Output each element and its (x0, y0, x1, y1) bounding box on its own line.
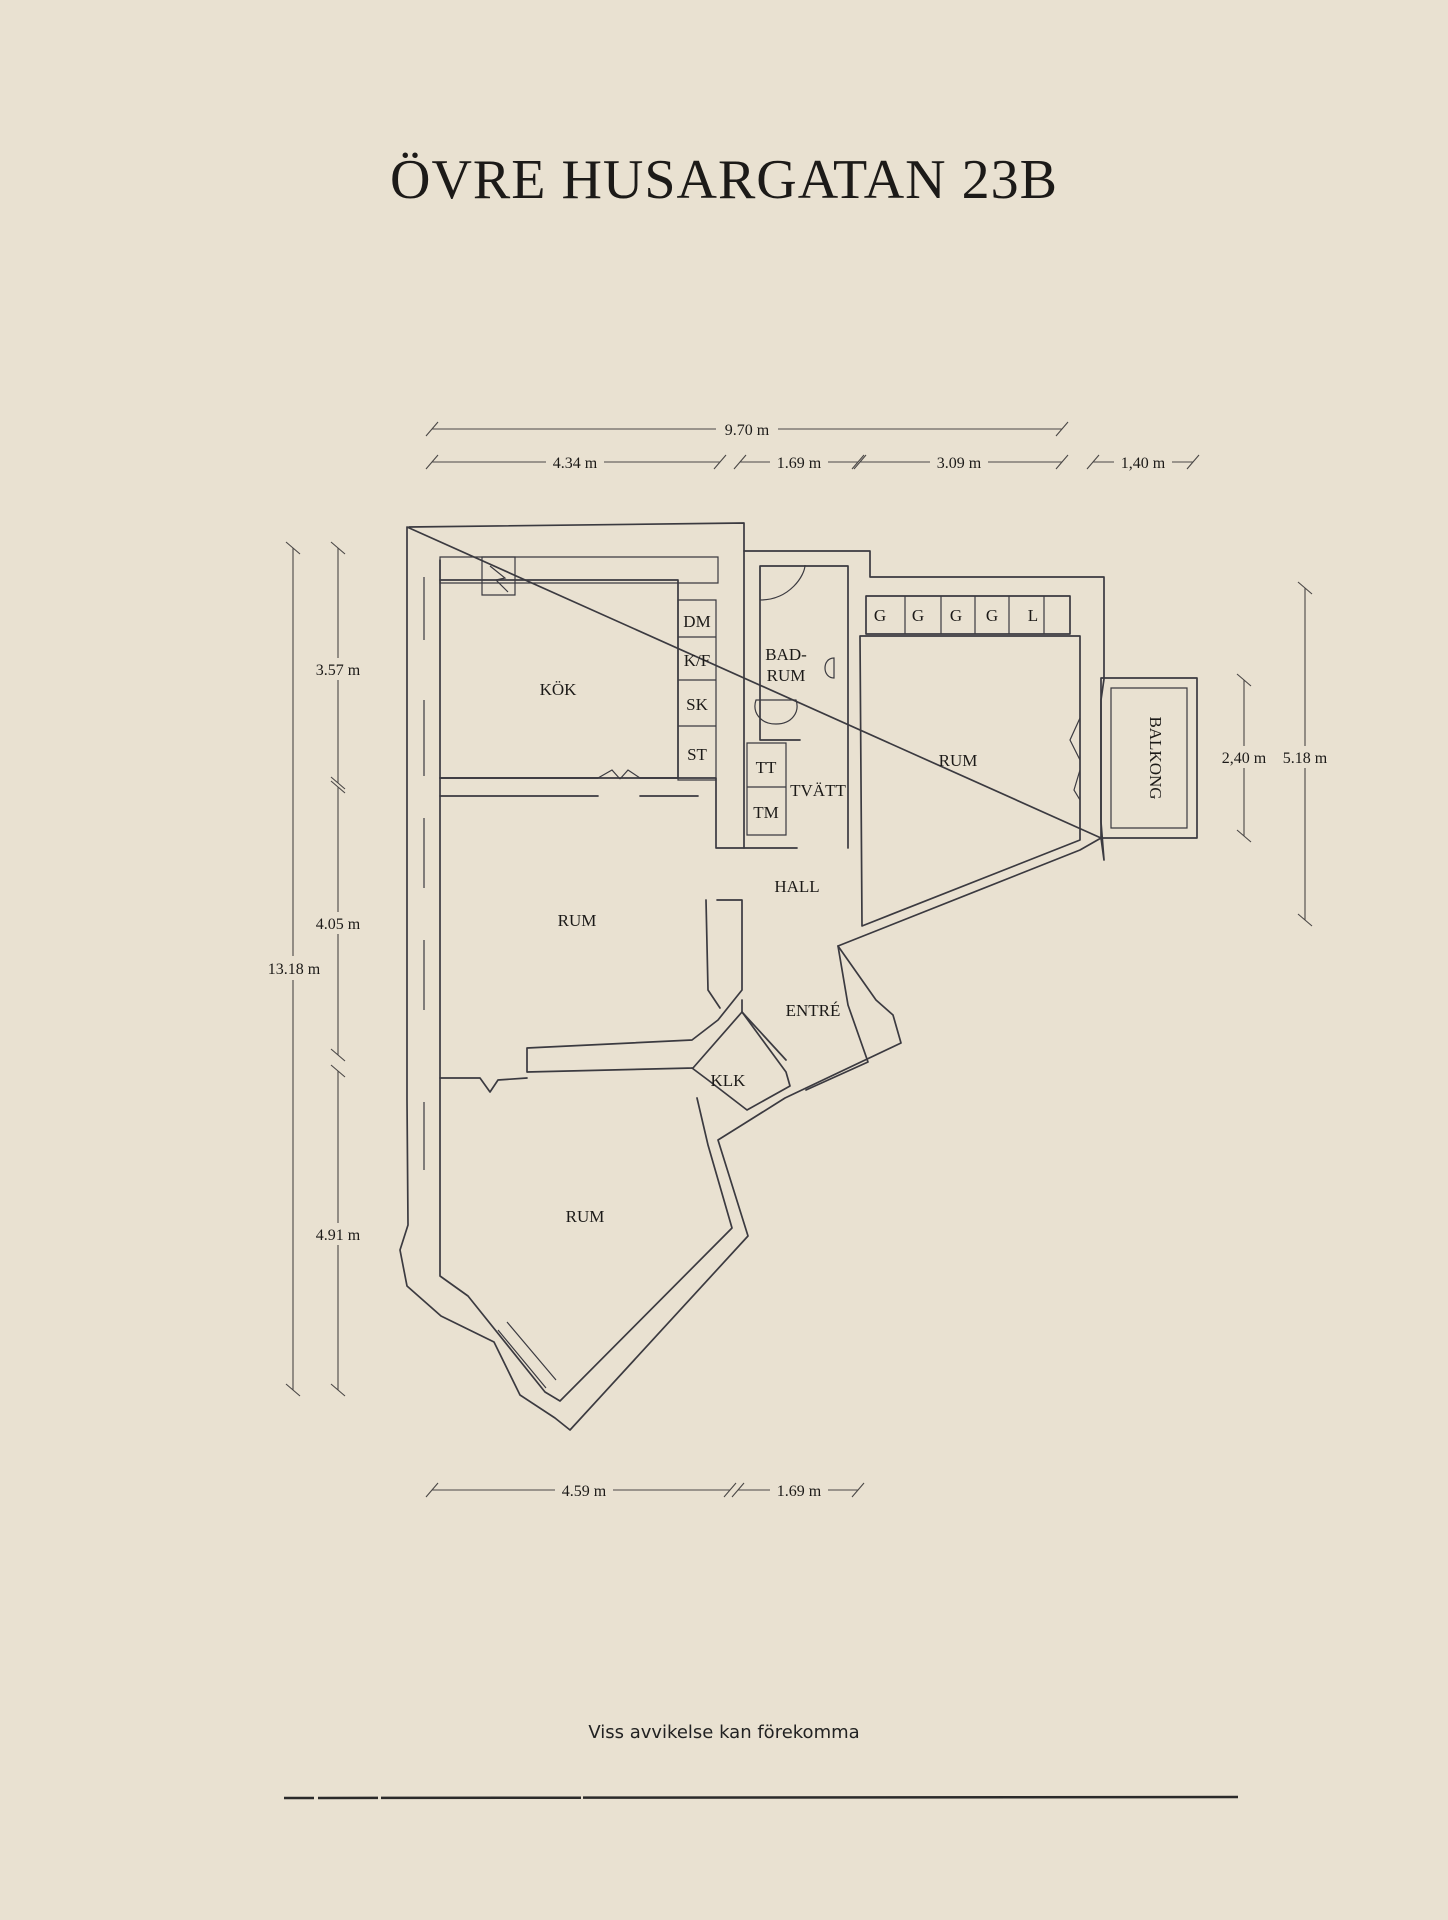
room-labels: KÖK DM K/F SK ST BAD- RUM TT TM TVÄTT G … (540, 606, 1165, 1226)
room-label-badrum-2: RUM (767, 666, 806, 685)
room-label-balkong: BALKONG (1146, 716, 1165, 799)
room-label-kok: KÖK (540, 680, 578, 699)
dim-right-2: 5.18 m (1283, 750, 1328, 767)
storage-label-g4: G (986, 606, 998, 625)
dim-bottom-1: 4.59 m (562, 1483, 607, 1500)
room-label-rum-south: RUM (566, 1207, 605, 1226)
storage-label-g3: G (950, 606, 962, 625)
room-label-dm: DM (683, 612, 710, 631)
room-label-st: ST (687, 745, 707, 764)
room-label-hall: HALL (774, 877, 819, 896)
dim-top-1: 4.34 m (553, 455, 598, 472)
dim-left-total: 13.18 m (268, 961, 321, 978)
room-label-tt: TT (756, 758, 777, 777)
room-label-tm: TM (753, 803, 779, 822)
dim-left-1: 3.57 m (316, 662, 361, 679)
dim-right-1: 2,40 m (1222, 750, 1267, 767)
storage-label-g1: G (874, 606, 886, 625)
dim-left-2: 4.05 m (316, 916, 361, 933)
dim-top-2: 1.69 m (777, 455, 822, 472)
dim-top-4: 1,40 m (1121, 455, 1166, 472)
room-label-rum-east: RUM (939, 751, 978, 770)
dim-left-3: 4.91 m (316, 1227, 361, 1244)
dim-top-total: 9.70 m (725, 422, 770, 439)
room-label-tvatt: TVÄTT (790, 781, 846, 800)
room-label-sk: SK (686, 695, 708, 714)
room-label-rum-middle: RUM (558, 911, 597, 930)
bottom-rule (283, 1795, 1239, 1800)
dim-top-3: 3.09 m (937, 455, 982, 472)
walls (399, 522, 1198, 1431)
room-label-entre: ENTRÉ (786, 1001, 841, 1020)
dim-bottom-2: 1.69 m (777, 1483, 822, 1500)
storage-label-g2: G (912, 606, 924, 625)
dimension-labels: 9.70 m 4.34 m 1.69 m 3.09 m 1,40 m 13.18… (262, 418, 1334, 1501)
room-label-kf: K/F (684, 651, 710, 670)
plan-title: ÖVRE HUSARGATAN 23B (390, 149, 1058, 211)
outer-wall (399, 522, 1105, 1431)
storage-label-l: L (1028, 606, 1038, 625)
disclaimer-note: Viss avvikelse kan förekomma (588, 1722, 860, 1743)
room-label-klk: KLK (711, 1071, 747, 1090)
inner-wall-west (439, 559, 733, 1402)
room-label-badrum-1: BAD- (765, 645, 807, 664)
